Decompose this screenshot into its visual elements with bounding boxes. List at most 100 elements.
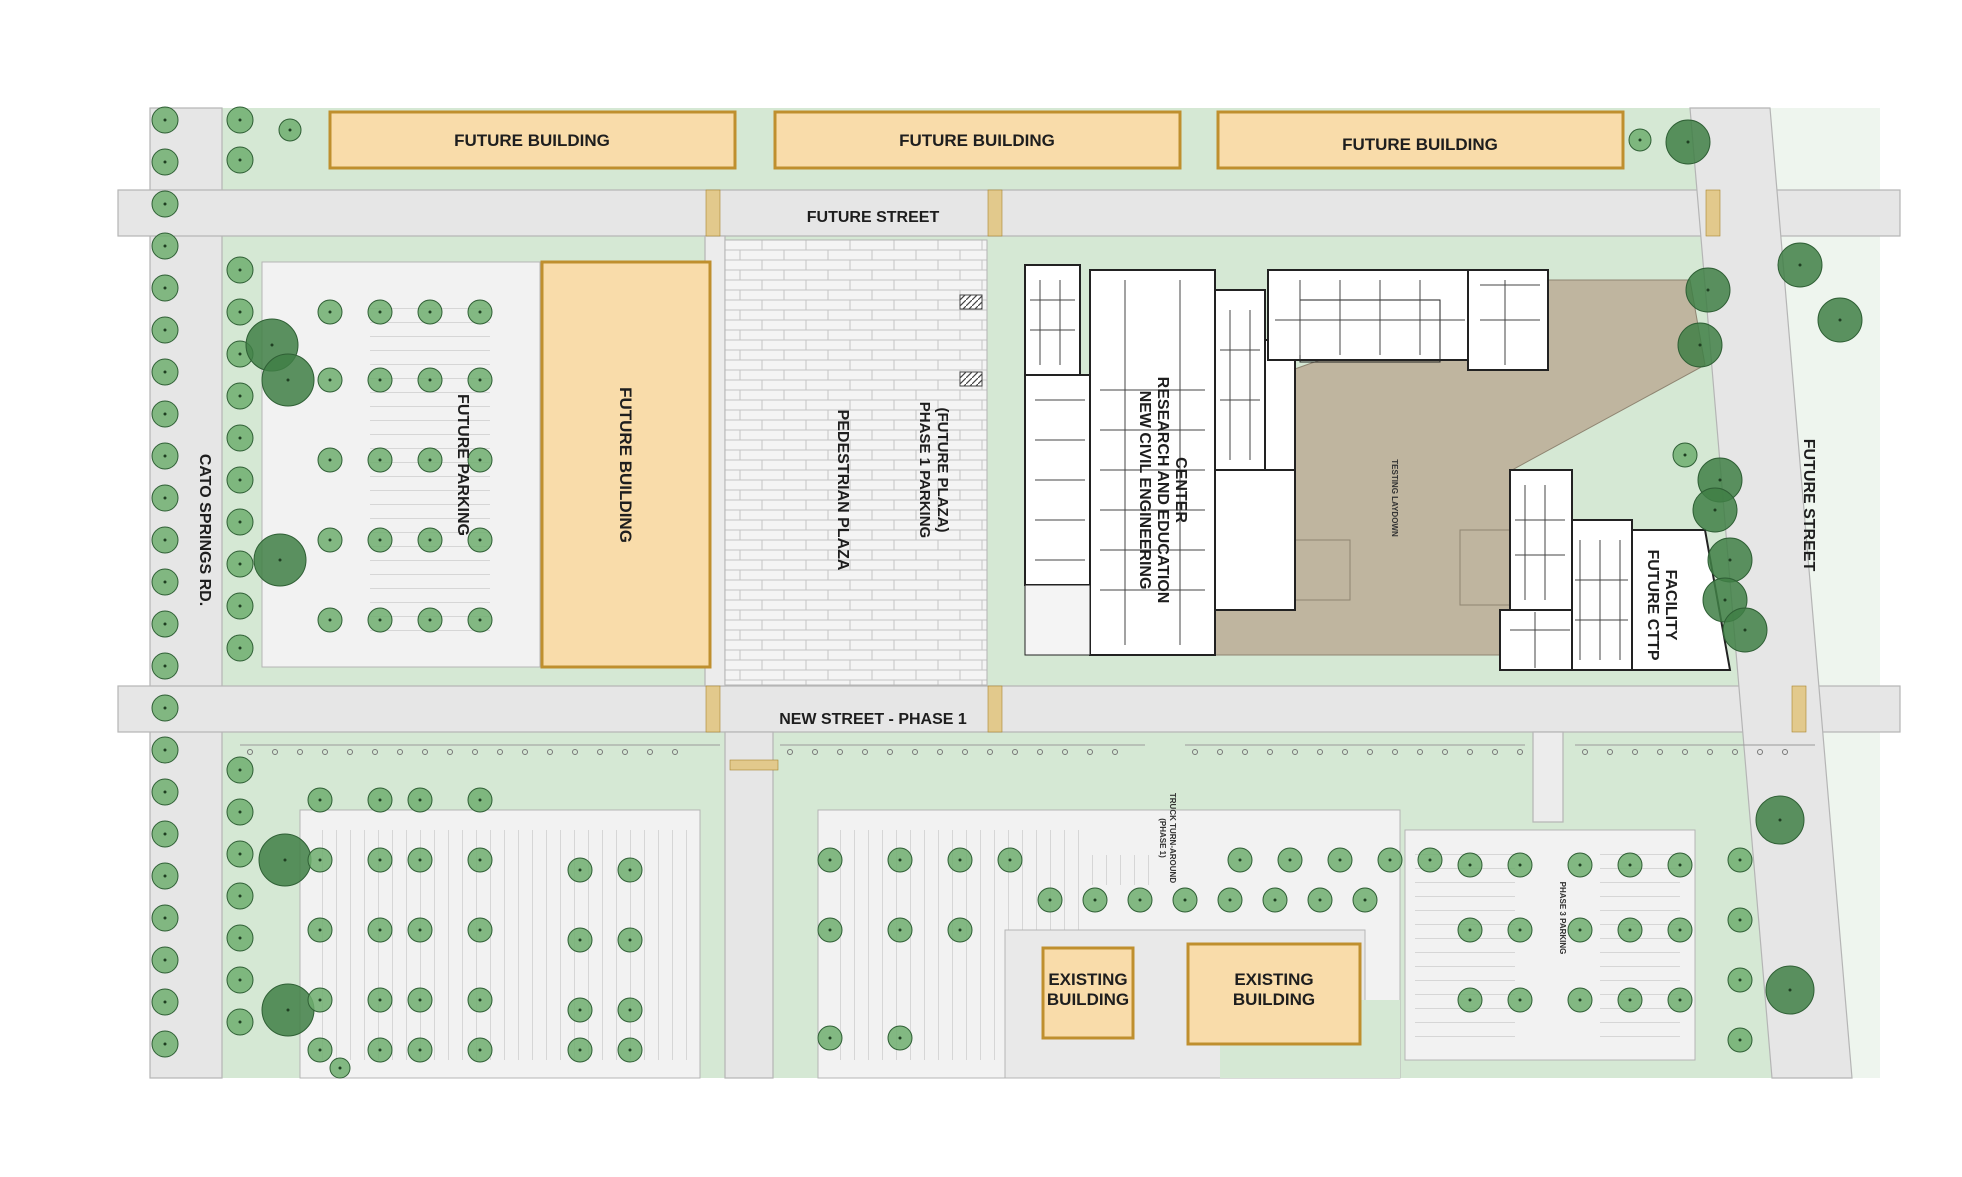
tree-trunk-dot <box>1048 898 1052 902</box>
cttp-facility-plan <box>1499 469 1732 671</box>
tree-trunk-dot <box>163 1042 167 1046</box>
tree-trunk-dot <box>1578 928 1582 932</box>
future-street-top <box>117 189 1901 237</box>
tree-trunk-dot <box>286 1008 290 1012</box>
tree-trunk-dot <box>1468 928 1472 932</box>
tree-trunk-dot <box>238 978 242 982</box>
tree-trunk-dot <box>318 1048 322 1052</box>
tree-trunk-dot <box>958 858 962 862</box>
tree-trunk-dot <box>163 538 167 542</box>
tree-trunk-dot <box>1578 863 1582 867</box>
tree-trunk-dot <box>1706 288 1710 292</box>
tree-trunk-dot <box>578 1008 582 1012</box>
tree-trunk-dot <box>1838 318 1842 322</box>
tree-trunk-dot <box>1338 858 1342 862</box>
cttp-label-2: FACILITY <box>1662 569 1679 640</box>
tree-trunk-dot <box>478 858 482 862</box>
tree-trunk-dot <box>163 832 167 836</box>
bollard-dots <box>247 749 1788 755</box>
new-street-label: NEW STREET - PHASE 1 <box>779 711 967 728</box>
tree-trunk-dot <box>318 798 322 802</box>
tree-trunk-dot <box>1738 858 1742 862</box>
tree-trunk-dot <box>378 378 382 382</box>
tree-trunk-dot <box>238 936 242 940</box>
tree-trunk-dot <box>1738 1038 1742 1042</box>
tree-trunk-dot <box>898 858 902 862</box>
tree-trunk-dot <box>1738 978 1742 982</box>
future-building-tall-label: FUTURE BUILDING <box>616 387 635 543</box>
tree-trunk-dot <box>1678 998 1682 1002</box>
tree-trunk-dot <box>288 128 292 132</box>
tree-trunk-dot <box>163 622 167 626</box>
tree-trunk-dot <box>578 938 582 942</box>
tree-trunk-dot <box>1238 858 1242 862</box>
tree-trunk-dot <box>238 394 242 398</box>
phase1-parking-label-1: PHASE 1 PARKING <box>916 402 933 538</box>
tree-trunk-dot <box>238 894 242 898</box>
tree-trunk-dot <box>1628 863 1632 867</box>
tree-trunk-dot <box>238 478 242 482</box>
tree-trunk-dot <box>478 798 482 802</box>
tree-trunk-dot <box>428 618 432 622</box>
tree-trunk-dot <box>378 998 382 1002</box>
paved-areas <box>261 239 1696 1079</box>
tree-trunk-dot <box>1678 928 1682 932</box>
existing-building-large <box>1186 942 1362 1046</box>
tree-trunk-dot <box>238 158 242 162</box>
tree-trunk-dot <box>318 998 322 1002</box>
south-connector-road <box>724 731 774 1079</box>
tree-trunk-dot <box>328 618 332 622</box>
tree-trunk-dot <box>238 768 242 772</box>
tree-trunk-dot <box>1228 898 1232 902</box>
tree-trunk-dot <box>338 1066 342 1070</box>
tree-trunk-dot <box>163 286 167 290</box>
cato-springs-label: CATO SPRINGS RD. <box>196 454 213 606</box>
tree-trunk-dot <box>378 1048 382 1052</box>
tree-trunk-dot <box>278 558 282 562</box>
tree-trunk-dot <box>238 562 242 566</box>
tree-trunk-dot <box>1428 858 1432 862</box>
future-building-1-label: FUTURE BUILDING <box>454 131 610 150</box>
tree-trunk-dot <box>163 370 167 374</box>
tree-trunk-dot <box>1778 818 1782 822</box>
tree-trunk-dot <box>1798 263 1802 267</box>
tree-trunk-dot <box>428 310 432 314</box>
tree-trunk-dot <box>478 310 482 314</box>
tree-trunk-dot <box>163 118 167 122</box>
tree-trunk-dot <box>378 928 382 932</box>
existing-building-small-label-2: BUILDING <box>1047 990 1129 1009</box>
tree-trunk-dot <box>1318 898 1322 902</box>
tree-trunk-dot <box>418 928 422 932</box>
tree-trunk-dot <box>428 538 432 542</box>
tree-trunk-dot <box>238 604 242 608</box>
tree-trunk-dot <box>238 852 242 856</box>
tree-trunk-dot <box>1518 928 1522 932</box>
crosswalks <box>705 189 1807 771</box>
tree-trunk-dot <box>478 618 482 622</box>
tree-trunk-dot <box>1738 918 1742 922</box>
tree-trunk-dot <box>1698 343 1702 347</box>
testing-laydown-label: TESTING LAYDOWN <box>1390 459 1399 537</box>
tree-trunk-dot <box>478 1048 482 1052</box>
tree-trunk-dot <box>478 538 482 542</box>
labels: FUTURE BUILDING FUTURE BUILDING FUTURE B… <box>196 131 1817 1009</box>
tree-trunk-dot <box>163 790 167 794</box>
future-building-2 <box>773 110 1182 170</box>
tree-trunk-dot <box>378 618 382 622</box>
tree-trunk-dot <box>238 1020 242 1024</box>
civil-center-label-1: NEW CIVIL ENGINEERING <box>1136 391 1153 590</box>
tree-trunk-dot <box>238 810 242 814</box>
tree-trunk-dot <box>378 538 382 542</box>
tree-trunk-dot <box>478 378 482 382</box>
tree-trunk-dot <box>418 798 422 802</box>
future-parking-label: FUTURE PARKING <box>454 394 471 536</box>
future-street-east-label: FUTURE STREET <box>1800 439 1817 572</box>
pedestrian-plaza-label: PEDESTRIAN PLAZA <box>834 410 851 571</box>
tree-trunk-dot <box>628 1008 632 1012</box>
civil-center-label-2: RESEARCH AND EDUCATION <box>1154 377 1171 604</box>
tree-trunk-dot <box>1723 598 1727 602</box>
tree-trunk-dot <box>163 496 167 500</box>
tree-trunk-dot <box>163 412 167 416</box>
tree-trunk-dot <box>378 458 382 462</box>
